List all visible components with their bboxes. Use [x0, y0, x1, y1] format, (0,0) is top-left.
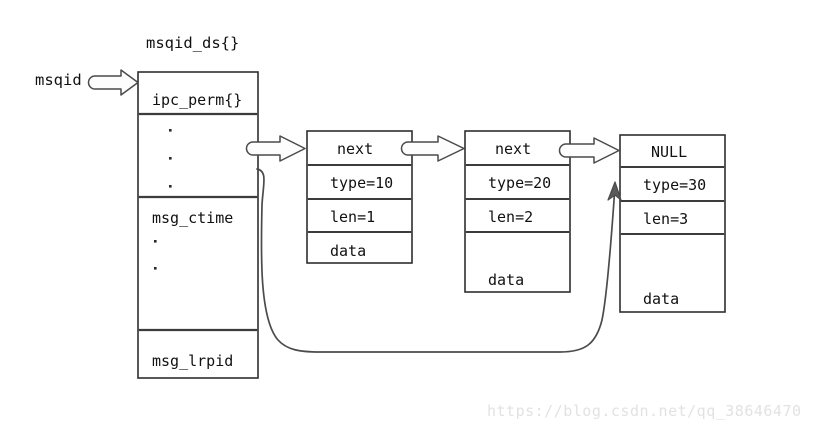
message-node-3-len: len=3 [643, 210, 689, 228]
arrow-msg2-to-msg3 [558, 137, 620, 164]
msqid-ds-ellipsis-top [169, 129, 172, 188]
message-node-2-len: len=2 [488, 208, 534, 226]
message-node-3-box [619, 134, 726, 313]
message-node-1-next: next [337, 140, 374, 158]
message-node-3-data: data [643, 290, 680, 308]
message-node-1-len: len=1 [330, 208, 376, 226]
message-node-2-next: next [495, 140, 532, 158]
message-node-2-data: data [488, 271, 525, 289]
message-node-2-box [464, 130, 571, 293]
arrow-struct-to-msg1 [245, 135, 306, 162]
arrow-msg1-to-msg2 [400, 135, 465, 162]
page-title: msqid_ds{} [146, 34, 240, 52]
arrow-msqid-to-struct [87, 69, 139, 96]
message-node-1-box [306, 130, 413, 264]
field-msg-ctime: msg_ctime [152, 209, 234, 227]
message-node-1-data: data [330, 242, 367, 260]
field-ipc-perm: ipc_perm{} [152, 91, 243, 109]
field-msg-lrpid: msg_lrpid [152, 352, 234, 370]
msqid-ds-box [137, 71, 259, 379]
message-node-3-type: type=30 [643, 176, 707, 194]
watermark-text: https://blog.csdn.net/qq_38646470 [487, 402, 802, 420]
msqid-ds-ellipsis-mid [154, 240, 157, 270]
message-node-1-type: type=10 [330, 174, 394, 192]
arrow-msg-last-curve [256, 168, 622, 353]
msqid-entry-label: msqid [35, 71, 82, 89]
message-node-2-type: type=20 [488, 174, 552, 192]
message-node-3-next: NULL [651, 143, 688, 161]
